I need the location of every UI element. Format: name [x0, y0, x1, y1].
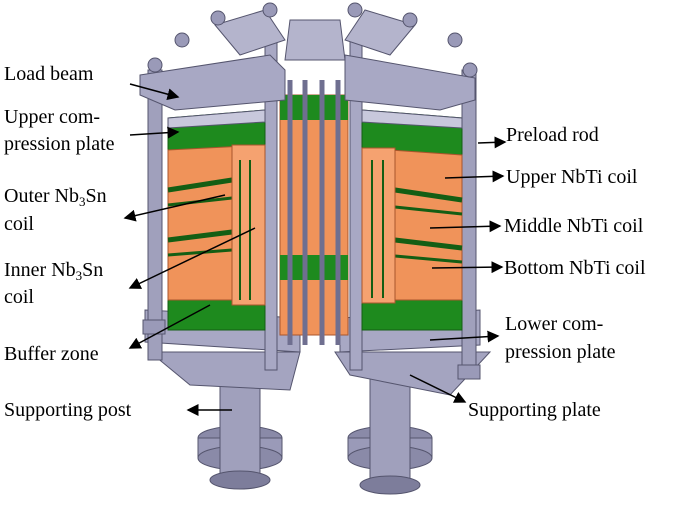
- load-beam-assembly: [139, 2, 478, 111]
- arrow-outer-coil: [123, 194, 226, 222]
- label-inner-nb3sn-sub: 3: [75, 268, 83, 283]
- label-upper-compression-plate-line1: Upper com-: [4, 106, 101, 128]
- arrow-supporting-plate: [409, 374, 467, 403]
- label-outer-nb3sn-pre: Outer Nb: [4, 185, 79, 207]
- label-preload-rod: Preload rod: [506, 124, 599, 146]
- label-outer-nb3sn-coil-line2: coil: [4, 213, 34, 235]
- lower-nuts: [142, 319, 481, 380]
- arrow-load-beam: [129, 83, 180, 101]
- arrow-middle-nbti: [429, 220, 502, 233]
- label-outer-nb3sn-coil-line1: Outer Nb3Sn: [4, 184, 107, 208]
- supporting-post-left: [197, 379, 283, 490]
- arrow-inner-coil: [128, 227, 256, 289]
- label-outer-nb3sn-post: Sn: [85, 185, 107, 207]
- arrow-preload-rod: [477, 136, 507, 149]
- label-supporting-plate: Supporting plate: [468, 399, 601, 421]
- label-buffer-zone: Buffer zone: [4, 343, 99, 365]
- arrow-lower-compression-plate: [429, 330, 500, 343]
- supporting-post-right: [347, 374, 433, 495]
- label-lower-compression-plate-line2: pression plate: [505, 341, 616, 363]
- label-inner-nb3sn-pre: Inner Nb: [4, 259, 76, 281]
- inner-bore: [279, 80, 349, 345]
- annotation-arrows: [123, 83, 507, 416]
- arrow-upper-nbti: [444, 170, 505, 183]
- label-bottom-nbti-coil: Bottom NbTi coil: [504, 257, 646, 279]
- arrow-buffer-zone: [128, 304, 211, 349]
- label-upper-compression-plate-line2: pression plate: [4, 133, 115, 155]
- left-coil-stack: [167, 109, 266, 331]
- label-inner-nb3sn-post: Sn: [82, 259, 104, 281]
- label-upper-nbti-coil: Upper NbTi coil: [506, 166, 638, 188]
- arrow-bottom-nbti: [431, 261, 504, 274]
- label-outer-nb3sn-sub: 3: [78, 194, 86, 209]
- label-inner-nb3sn-coil-line1: Inner Nb3Sn: [4, 258, 103, 282]
- supporting-plate: [148, 351, 492, 396]
- label-middle-nbti-coil: Middle NbTi coil: [504, 215, 644, 237]
- label-lower-compression-plate-line1: Lower com-: [505, 313, 604, 335]
- right-coil-stack: [361, 109, 463, 331]
- label-load-beam: Load beam: [4, 63, 94, 85]
- arrow-upper-compression-plate: [129, 126, 180, 139]
- label-supporting-post: Supporting post: [4, 399, 132, 421]
- label-inner-nb3sn-coil-line2: coil: [4, 286, 34, 308]
- preload-rods: [147, 39, 477, 371]
